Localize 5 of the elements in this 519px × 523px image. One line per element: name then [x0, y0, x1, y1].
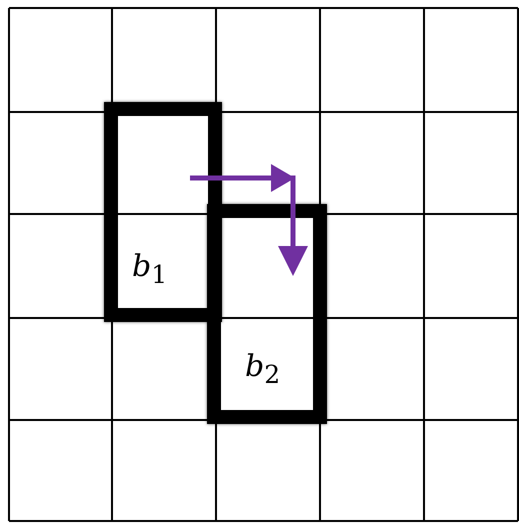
box-label: b$_{2}$ [245, 352, 280, 387]
rectangle-outline [207, 204, 327, 424]
rectangle-outline [104, 102, 222, 322]
arrow [190, 164, 308, 276]
box-label: b$_{1}$ [132, 252, 168, 287]
